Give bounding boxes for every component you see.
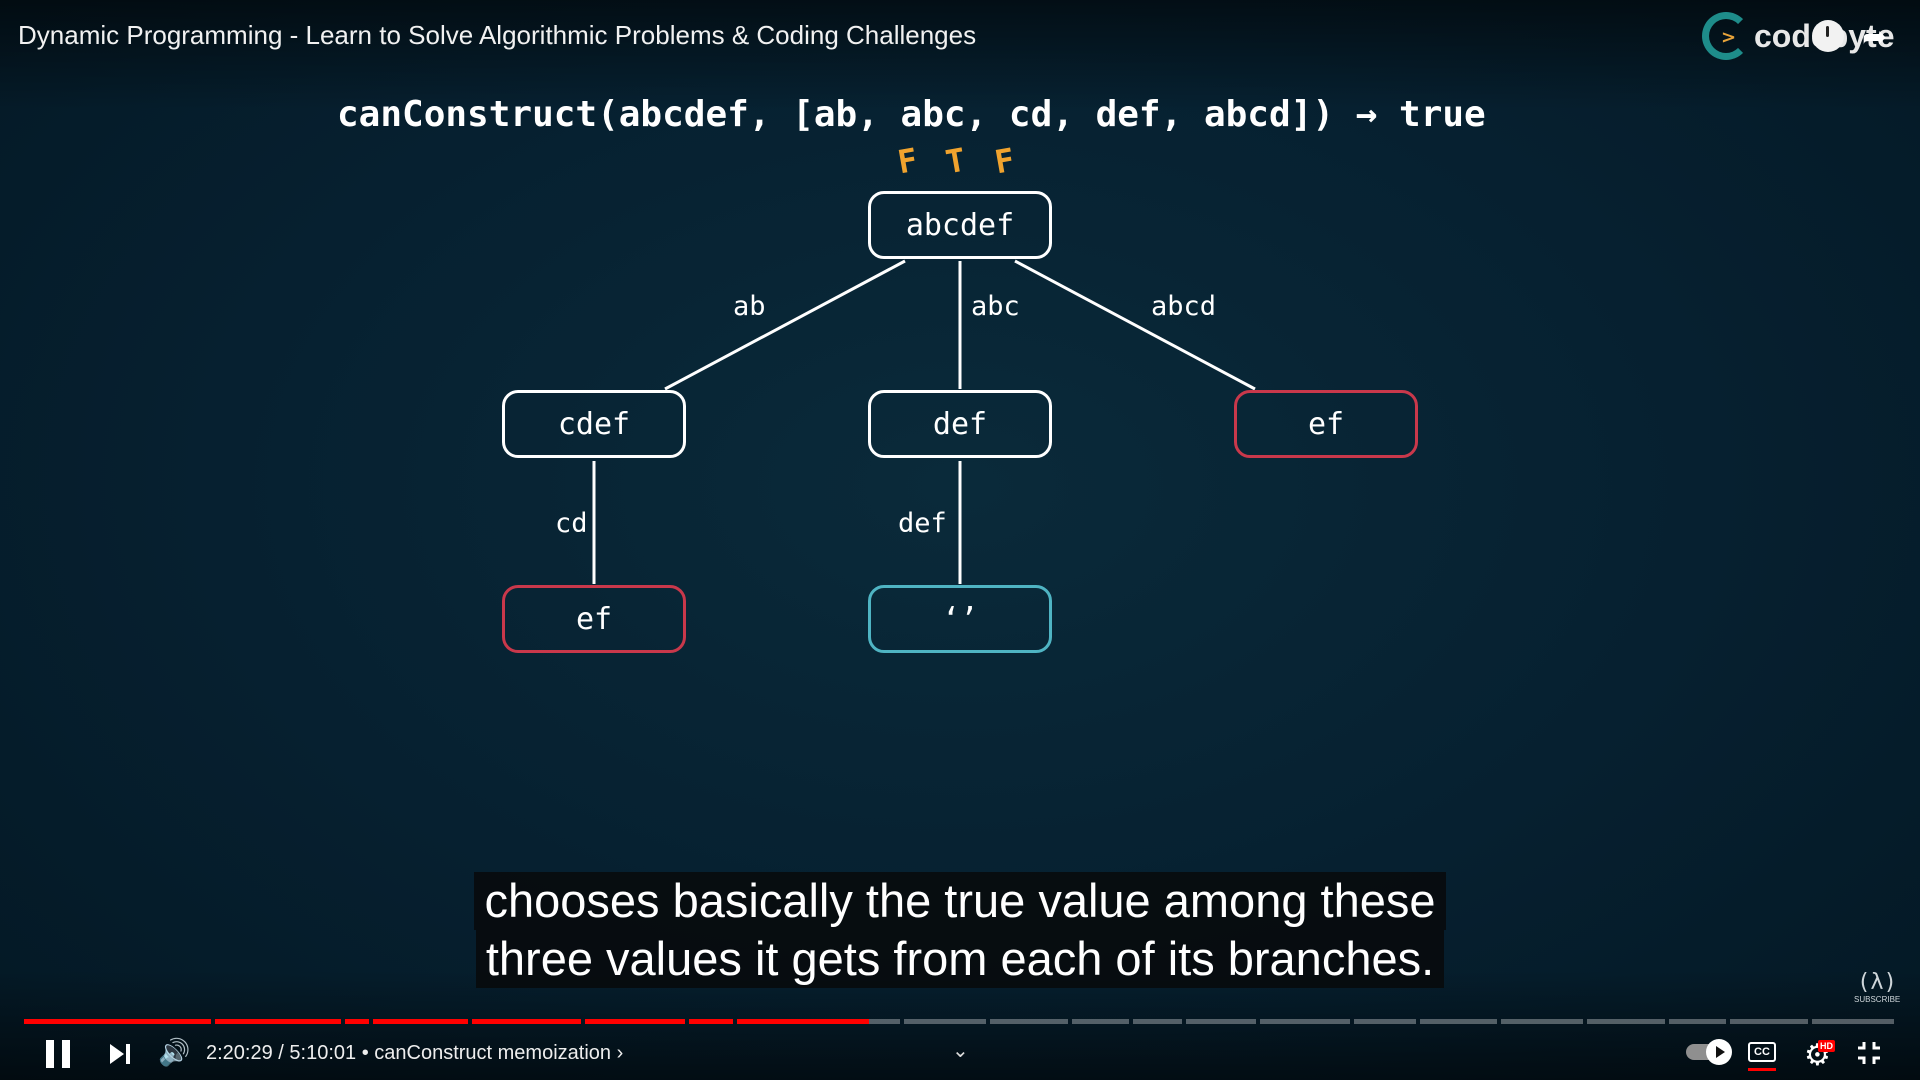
slide-heading: canConstruct(abcdef, [ab, abc, cd, def, … — [337, 94, 1486, 135]
top-gradient — [0, 0, 1920, 110]
video-title[interactable]: Dynamic Programming - Learn to Solve Alg… — [18, 20, 977, 50]
logo-chevron: > — [1721, 27, 1737, 48]
subscribe-label: SUBSCRIBE — [1854, 995, 1901, 1004]
node-right-failed: ef — [1234, 390, 1418, 458]
played-fill — [373, 1019, 469, 1024]
chapter-segment[interactable] — [1072, 1019, 1130, 1024]
volume-icon[interactable]: 🔊 — [158, 1038, 191, 1068]
chapter-segment[interactable] — [1669, 1019, 1727, 1024]
chapter-title[interactable]: • canConstruct memoization › — [361, 1042, 624, 1064]
time-readout: 2:20:29 / 5:10:01 — [206, 1042, 357, 1064]
time-display: 2:20:29 / 5:10:01 • canConstruct memoiza… — [206, 1042, 623, 1065]
chapter-segment[interactable] — [1587, 1019, 1665, 1024]
bottom-gradient — [0, 970, 1920, 1080]
node-left: cdef — [502, 390, 686, 458]
next-button[interactable] — [106, 1040, 134, 1068]
watch-later-icon[interactable] — [1812, 20, 1844, 52]
autoplay-toggle[interactable] — [1686, 1039, 1732, 1065]
subscribe-watermark[interactable]: (λ) SUBSCRIBE — [1854, 970, 1900, 1010]
caption-line-2: three values it gets from each of its br… — [475, 930, 1445, 988]
captions: chooses basically the true value among t… — [462, 872, 1458, 988]
captions-active-indicator — [1748, 1068, 1776, 1071]
fcc-logo-icon: (λ) — [1857, 970, 1897, 995]
played-fill — [689, 1019, 733, 1024]
caption-line-1: chooses basically the true value among t… — [474, 872, 1446, 930]
hd-badge: HD — [1818, 1040, 1835, 1052]
edge-label-def: def — [898, 508, 947, 539]
pause-button[interactable] — [46, 1040, 72, 1068]
played-fill — [585, 1019, 686, 1024]
chapter-segment[interactable] — [344, 1019, 370, 1024]
chapter-segment[interactable] — [1419, 1019, 1498, 1024]
next-icon — [110, 1044, 130, 1064]
node-left-child-failed: ef — [502, 585, 686, 653]
played-fill — [344, 1019, 370, 1024]
chapter-segment[interactable] — [1133, 1019, 1183, 1024]
node-middle: def — [868, 390, 1052, 458]
chapter-segment[interactable] — [689, 1019, 733, 1024]
edge-label-abc: abc — [971, 291, 1020, 322]
chapter-segment[interactable] — [990, 1019, 1068, 1024]
share-icon[interactable]: ➦ — [1862, 20, 1888, 55]
played-fill — [24, 1019, 211, 1024]
chapter-segment[interactable] — [904, 1019, 987, 1024]
edge-line-root-left — [664, 259, 906, 391]
node-middle-child-empty: ‘’ — [868, 585, 1052, 653]
player-controls: 🔊 2:20:29 / 5:10:01 • canConstruct memoi… — [0, 1030, 1920, 1076]
chapter-segment[interactable] — [373, 1019, 469, 1024]
chapter-segment[interactable] — [1501, 1019, 1584, 1024]
edge-line-root-right — [1014, 259, 1256, 391]
edge-label-cd: cd — [555, 508, 588, 539]
captions-button[interactable]: CC — [1748, 1042, 1776, 1062]
exit-fullscreen-icon[interactable] — [1856, 1040, 1882, 1066]
played-fill — [736, 1019, 870, 1024]
played-fill — [472, 1019, 582, 1024]
logo-mark-icon: > — [1702, 12, 1750, 60]
chapter-segment[interactable] — [214, 1019, 341, 1024]
autoplay-knob-icon — [1706, 1039, 1732, 1065]
chapter-segment[interactable] — [1812, 1019, 1894, 1024]
edge-label-ab: ab — [733, 291, 766, 322]
chapter-segment[interactable] — [472, 1019, 582, 1024]
node-root: abcdef — [868, 191, 1052, 259]
chevron-down-icon[interactable]: ⌄ — [952, 1038, 969, 1062]
chapter-segment[interactable] — [1354, 1019, 1416, 1024]
progress-bar[interactable] — [24, 1019, 1894, 1024]
played-fill — [214, 1019, 341, 1024]
chapter-segment[interactable] — [736, 1019, 901, 1024]
chapter-segment[interactable] — [1260, 1019, 1351, 1024]
chapter-segment[interactable] — [585, 1019, 686, 1024]
chapter-segment[interactable] — [24, 1019, 211, 1024]
chapter-segment[interactable] — [1186, 1019, 1257, 1024]
chapter-segment[interactable] — [1730, 1019, 1809, 1024]
edge-label-abcd: abcd — [1151, 291, 1217, 322]
